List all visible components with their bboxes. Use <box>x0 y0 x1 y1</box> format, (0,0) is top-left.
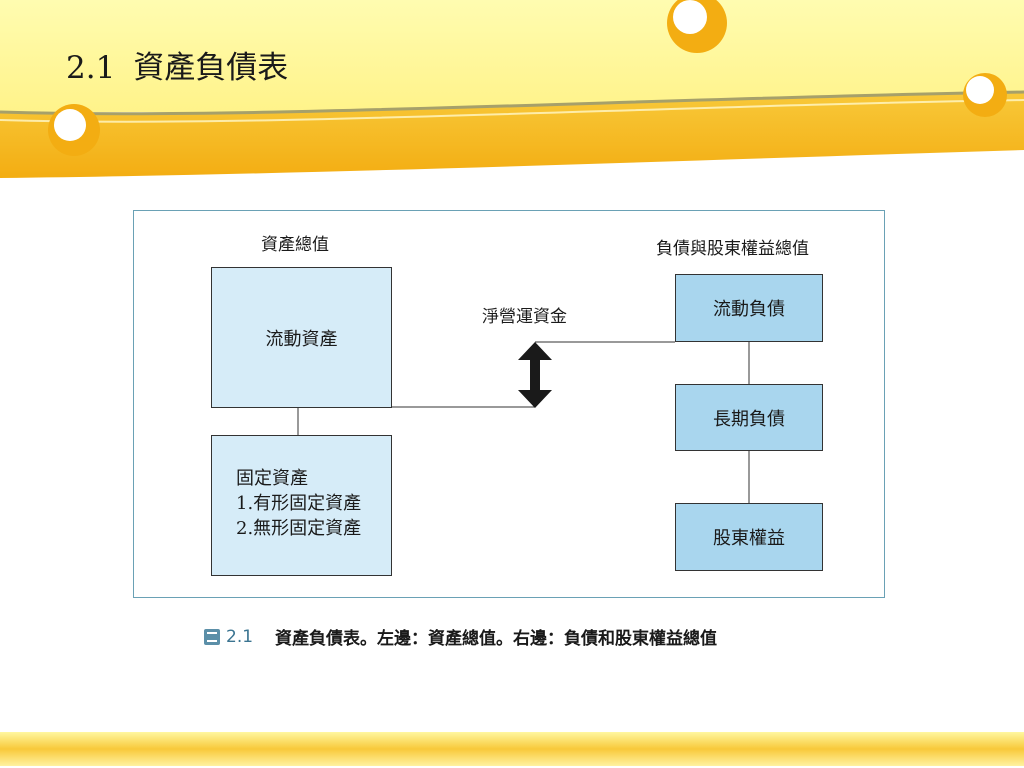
current-liabilities-box: 流動負債 <box>675 274 823 342</box>
right-header: 負債與股東權益總值 <box>656 239 809 259</box>
fixed-assets-item: 1.有形固定資產 <box>236 493 362 514</box>
current-assets-box: 流動資產 <box>211 267 392 408</box>
section-number: 2.1 <box>66 50 116 86</box>
shareholder-equity-label: 股東權益 <box>713 528 785 549</box>
footer-band <box>0 732 1024 766</box>
decorative-circle <box>667 0 727 53</box>
long-term-liabilities-label: 長期負債 <box>713 408 785 430</box>
decorative-circle <box>48 104 100 156</box>
figure-icon <box>204 628 220 645</box>
fixed-assets-item: 2.無形固定資產 <box>236 518 362 539</box>
page-title: 2.1 資產負債表 <box>66 42 288 87</box>
title-text: 資產負債表 <box>133 50 289 86</box>
fixed-assets-box: 固定資產 1.有形固定資產 2.無形固定資產 <box>211 435 392 576</box>
left-header: 資產總值 <box>261 235 329 255</box>
current-liabilities-label: 流動負債 <box>713 299 785 320</box>
caption-text: 資產負債表。左邊：資產總值。右邊：負債和股東權益總值 <box>275 629 718 649</box>
long-term-liabilities-box: 長期負債 <box>675 384 823 451</box>
fixed-assets-title: 固定資產 <box>236 468 308 489</box>
figure-number: 2.1 <box>226 626 254 647</box>
shareholder-equity-box: 股東權益 <box>675 503 823 571</box>
net-working-capital-label: 淨營運資金 <box>482 307 567 327</box>
header-banner <box>0 0 1024 178</box>
current-assets-label: 流動資產 <box>265 328 338 350</box>
figure-caption: 2.1 資產負債表。左邊：資產總值。右邊：負債和股東權益總值 <box>204 624 717 649</box>
decorative-circle <box>963 73 1007 117</box>
